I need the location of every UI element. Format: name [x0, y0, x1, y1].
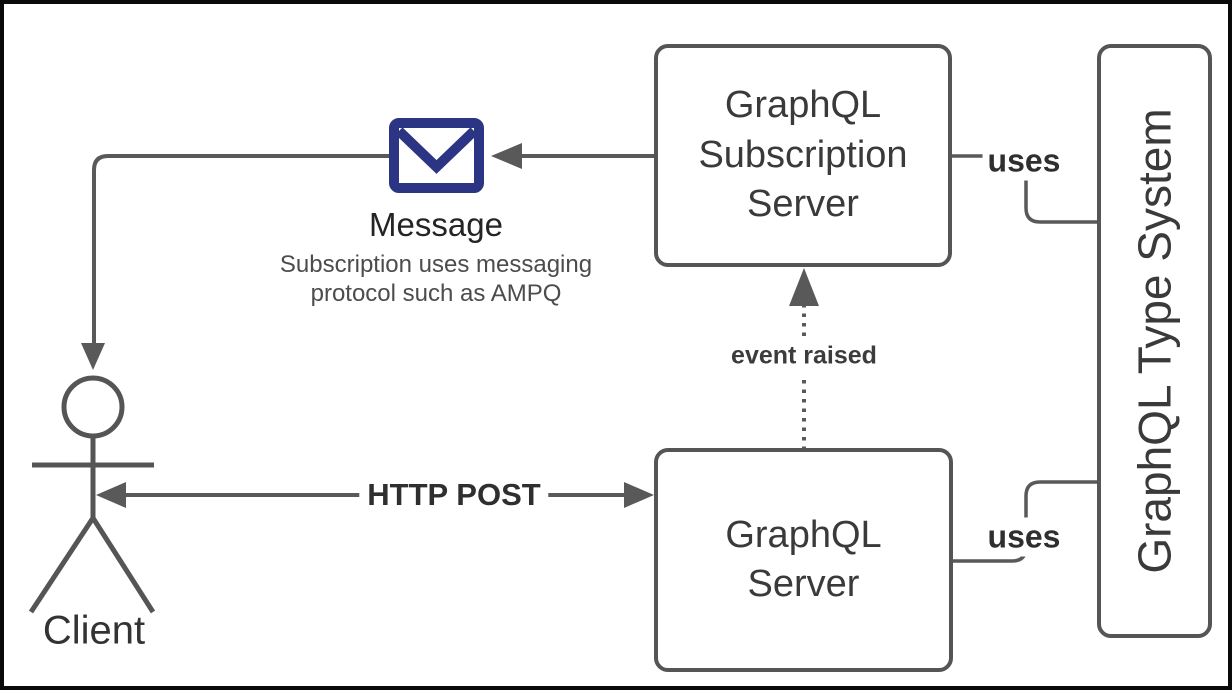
http-post-label: HTTP POST: [359, 475, 549, 515]
arrowhead-left-at-message: [491, 143, 522, 169]
node-type-system: GraphQL Type System: [1097, 44, 1212, 638]
arrowhead-up-at-subscription: [789, 268, 819, 306]
client-head: [61, 375, 125, 439]
arrowhead-right-at-server: [624, 482, 654, 508]
client-legs: [28, 513, 156, 614]
arrowhead-left-at-body: [96, 482, 126, 508]
message-label: Message: [369, 206, 503, 243]
uses-label-bottom: uses: [982, 517, 1066, 557]
arrowhead-down-at-client: [81, 343, 105, 370]
uses-label-top: uses: [982, 141, 1066, 181]
client-actor-icon: [28, 375, 156, 614]
node-graphql-server: GraphQL Server: [654, 448, 953, 672]
event-raised-label: event raised: [721, 337, 887, 375]
envelope-icon: [389, 118, 484, 193]
type-system-label: GraphQL Type System: [1128, 108, 1181, 574]
edge-message-to-client: [92, 154, 392, 343]
node-subscription-server: GraphQL Subscription Server: [654, 44, 952, 267]
client-label: Client: [42, 608, 146, 653]
message-note: Subscription uses messaging protocol suc…: [279, 251, 593, 307]
graphql-server-label: GraphQL Server: [725, 513, 882, 605]
subscription-server-label: GraphQL Subscription Server: [698, 84, 908, 226]
connector-layer: [28, 118, 1099, 614]
